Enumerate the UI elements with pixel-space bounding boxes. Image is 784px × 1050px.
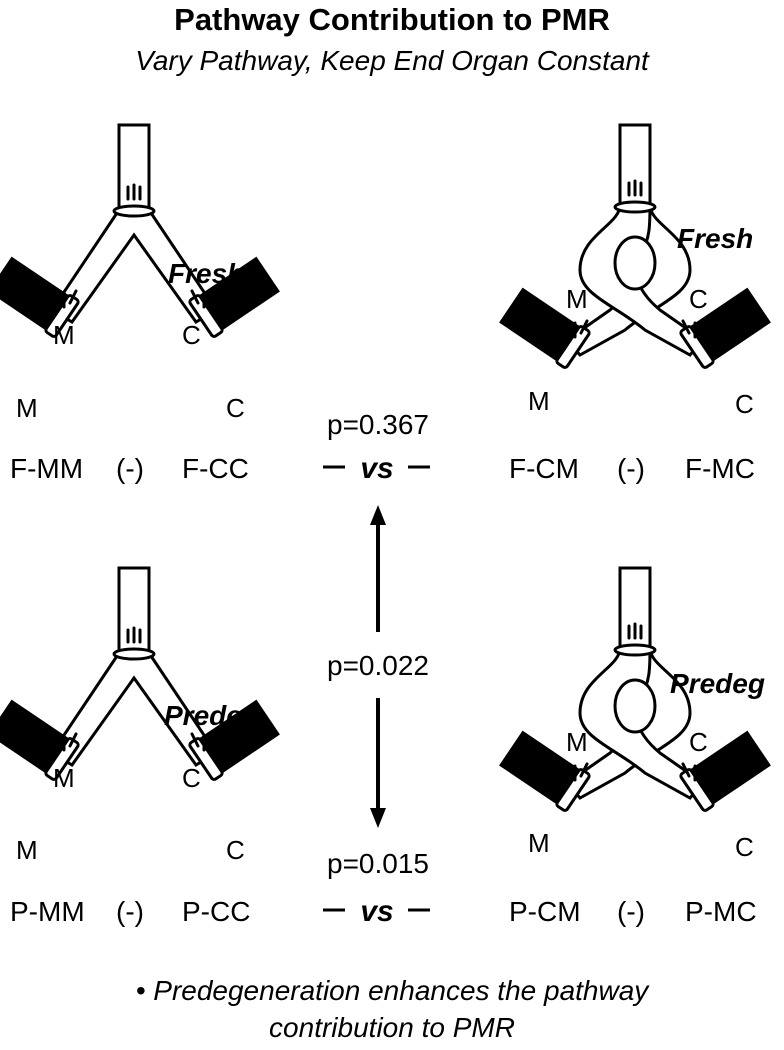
left-end-label: M	[16, 835, 38, 865]
condition-label: Predeg	[164, 700, 259, 731]
left-group-label: F-MM	[10, 453, 83, 484]
fresh-p-value: p=0.367	[327, 409, 429, 440]
condition-label: Fresh	[677, 223, 753, 254]
right-end-label: C	[226, 393, 245, 423]
condition-label: Fresh	[168, 258, 244, 289]
right-branch-label: C	[689, 727, 708, 757]
right-branch-label: C	[182, 320, 201, 350]
vs-label: vs	[360, 895, 393, 928]
diagram-subtitle: Vary Pathway, Keep End Organ Constant	[135, 45, 650, 76]
comparison-column: p=0.367 vs p=0.022 p=0.015 vs	[323, 409, 430, 928]
straight-nerve-graphic	[0, 566, 282, 783]
straight-nerve-graphic	[0, 123, 282, 340]
vs-label: vs	[360, 452, 393, 485]
predeg-vs-marker: vs	[323, 895, 430, 928]
left-end-label: M	[16, 393, 38, 423]
predeg-p-value: p=0.015	[327, 848, 429, 879]
left-group-label: P-CM	[509, 896, 581, 927]
panel-fresh-crossed: Fresh M C M C F-CM (-) F-MC	[497, 123, 773, 484]
left-branch-label: M	[53, 320, 75, 350]
control-label: (-)	[617, 453, 645, 484]
fresh-vs-marker: vs	[323, 452, 430, 485]
right-group-label: F-CC	[182, 453, 249, 484]
control-label: (-)	[617, 896, 645, 927]
footnote-line-1: • Predegeneration enhances the pathway	[136, 975, 651, 1006]
between-p-value: p=0.022	[327, 650, 429, 681]
right-end-label: C	[735, 389, 754, 419]
right-branch-label: C	[689, 284, 708, 314]
left-end-label: M	[528, 828, 550, 858]
diagram-title: Pathway Contribution to PMR	[174, 2, 610, 37]
right-branch-label: C	[182, 763, 201, 793]
left-end-label: M	[528, 386, 550, 416]
panel-predeg-crossed: Predeg M C M C P-CM (-) P-MC	[497, 566, 773, 927]
double-arrow	[370, 505, 386, 828]
left-branch-label: M	[566, 284, 588, 314]
control-label: (-)	[116, 896, 144, 927]
condition-label: Predeg	[670, 668, 765, 699]
control-label: (-)	[116, 453, 144, 484]
right-group-label: P-MC	[685, 896, 757, 927]
right-end-label: C	[735, 832, 754, 862]
right-end-label: C	[226, 835, 245, 865]
panel-predeg-straight: Predeg M C M C P-MM (-) P-CC	[0, 566, 282, 927]
panel-fresh-straight: Fresh M C M C F-MM (-) F-CC	[0, 123, 282, 484]
left-branch-label: M	[566, 727, 588, 757]
right-group-label: P-CC	[182, 896, 250, 927]
arrow-head-down	[370, 808, 386, 828]
footnote-line-2: contribution to PMR	[269, 1012, 515, 1043]
left-group-label: F-CM	[509, 453, 579, 484]
left-branch-label: M	[53, 763, 75, 793]
right-group-label: F-MC	[685, 453, 755, 484]
arrow-head-up	[370, 505, 386, 525]
left-group-label: P-MM	[10, 896, 85, 927]
